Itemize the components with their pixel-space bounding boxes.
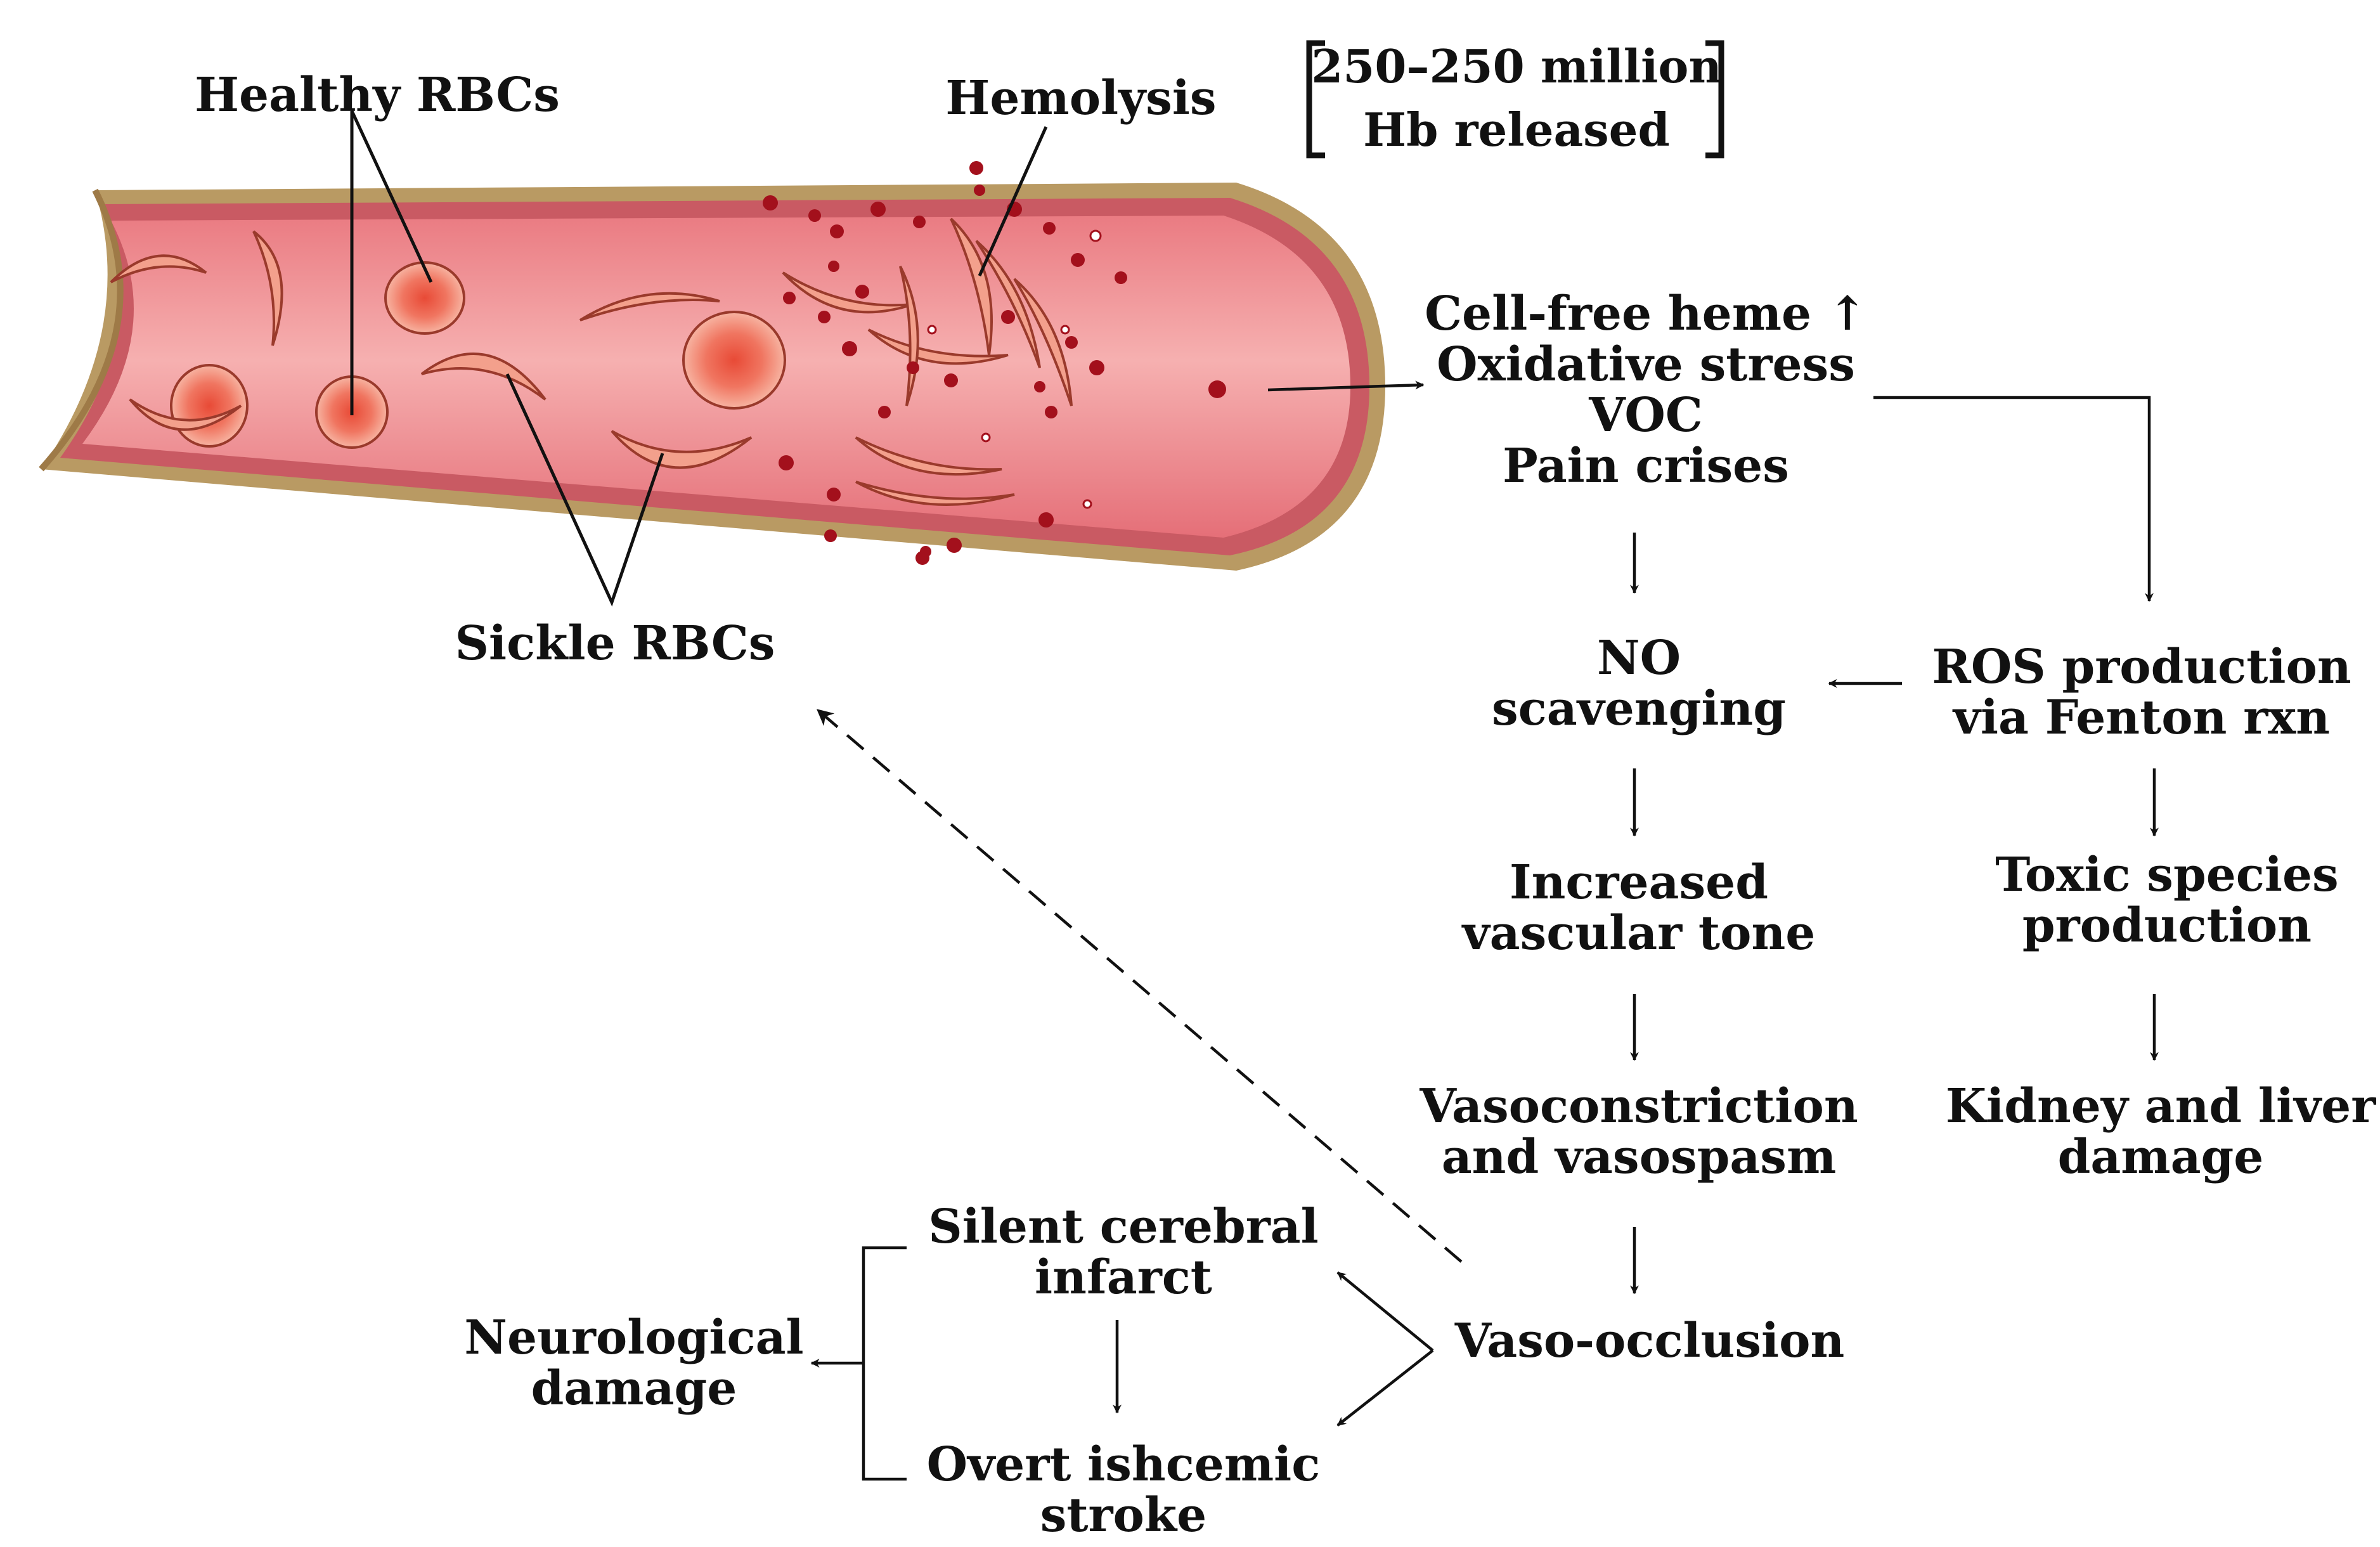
sickle-rbc xyxy=(855,481,1015,506)
occlusion-to-silent-arrow xyxy=(1336,1271,1434,1352)
released-label: 250–250 million Hb released xyxy=(1311,35,1722,162)
sickle-rbc xyxy=(1013,278,1073,406)
effects-box: Cell-free heme ↑ Oxidative stress VOC Pa… xyxy=(1425,288,1867,491)
feedback-dashed-arrow xyxy=(817,709,1463,1263)
flow-arrows xyxy=(810,380,2159,1481)
ghost-cells xyxy=(927,230,1102,509)
sickle-rbc xyxy=(611,430,753,469)
sickle-rbc xyxy=(855,436,1002,476)
sickle-rbc xyxy=(252,230,283,346)
effect-voc: VOC xyxy=(1589,388,1703,443)
leader-lines xyxy=(350,110,1048,607)
effect-oxidative: Oxidative stress xyxy=(1437,337,1855,392)
neuro-bracket xyxy=(862,1246,907,1481)
vaso-occlusion-node: Vaso-occlusion xyxy=(1454,1314,1845,1368)
vasoconstriction-node: Vasoconstriction and vasospasm xyxy=(1420,1079,1858,1184)
healthy-leader xyxy=(350,110,433,415)
released-bracket xyxy=(1306,40,1724,159)
no-scavenging-node: NO scavenging xyxy=(1492,631,1786,736)
sickle-rbc xyxy=(579,292,720,321)
organ-damage-node: Kidney and liver damage xyxy=(1945,1079,2376,1184)
effects-to-ros-arrow xyxy=(1873,396,2154,602)
healthy-rbcs-label: Healthy RBCs xyxy=(195,68,560,122)
sickle-rbc xyxy=(129,398,242,431)
vessel-cut-edge xyxy=(39,188,124,472)
released-text: Hb released xyxy=(1363,103,1670,157)
toxic-species-node: Toxic species production xyxy=(1995,848,2339,953)
hemolysis-leader xyxy=(978,126,1048,277)
sickle-rbc xyxy=(975,240,1041,368)
occlusion-to-stroke-arrow xyxy=(1336,1349,1434,1427)
vessel-to-effects-arrow xyxy=(1267,380,1425,392)
healthy-rbc xyxy=(170,364,249,448)
effect-heme: Cell-free heme ↑ xyxy=(1425,287,1867,341)
vascular-tone-node: Increased vascular tone xyxy=(1462,855,1816,961)
sickle-rbc xyxy=(420,353,546,401)
healthy-rbc xyxy=(384,261,465,335)
sickle-rbcs-label: Sickle RBCs xyxy=(455,616,775,671)
hemolysis-label: Hemolysis xyxy=(945,71,1217,126)
ros-production-node: ROS production via Fenton rxn xyxy=(1932,640,2351,745)
neurological-damage-node: Neurological damage xyxy=(464,1311,804,1416)
sickle-rbcs xyxy=(110,230,753,469)
released-amount: 250–250 million xyxy=(1311,39,1722,93)
effect-pain: Pain crises xyxy=(1503,439,1789,493)
hemolysis-cluster xyxy=(763,161,1226,565)
hemoglobin-drops xyxy=(763,161,1226,565)
sickle-rbc xyxy=(110,254,207,283)
healthy-rbc xyxy=(682,311,786,410)
overt-stroke-node: Overt ishcemic stroke xyxy=(926,1437,1321,1543)
sickle-leader xyxy=(505,373,664,607)
silent-infarct-node: Silent cerebral infarct xyxy=(928,1200,1319,1305)
